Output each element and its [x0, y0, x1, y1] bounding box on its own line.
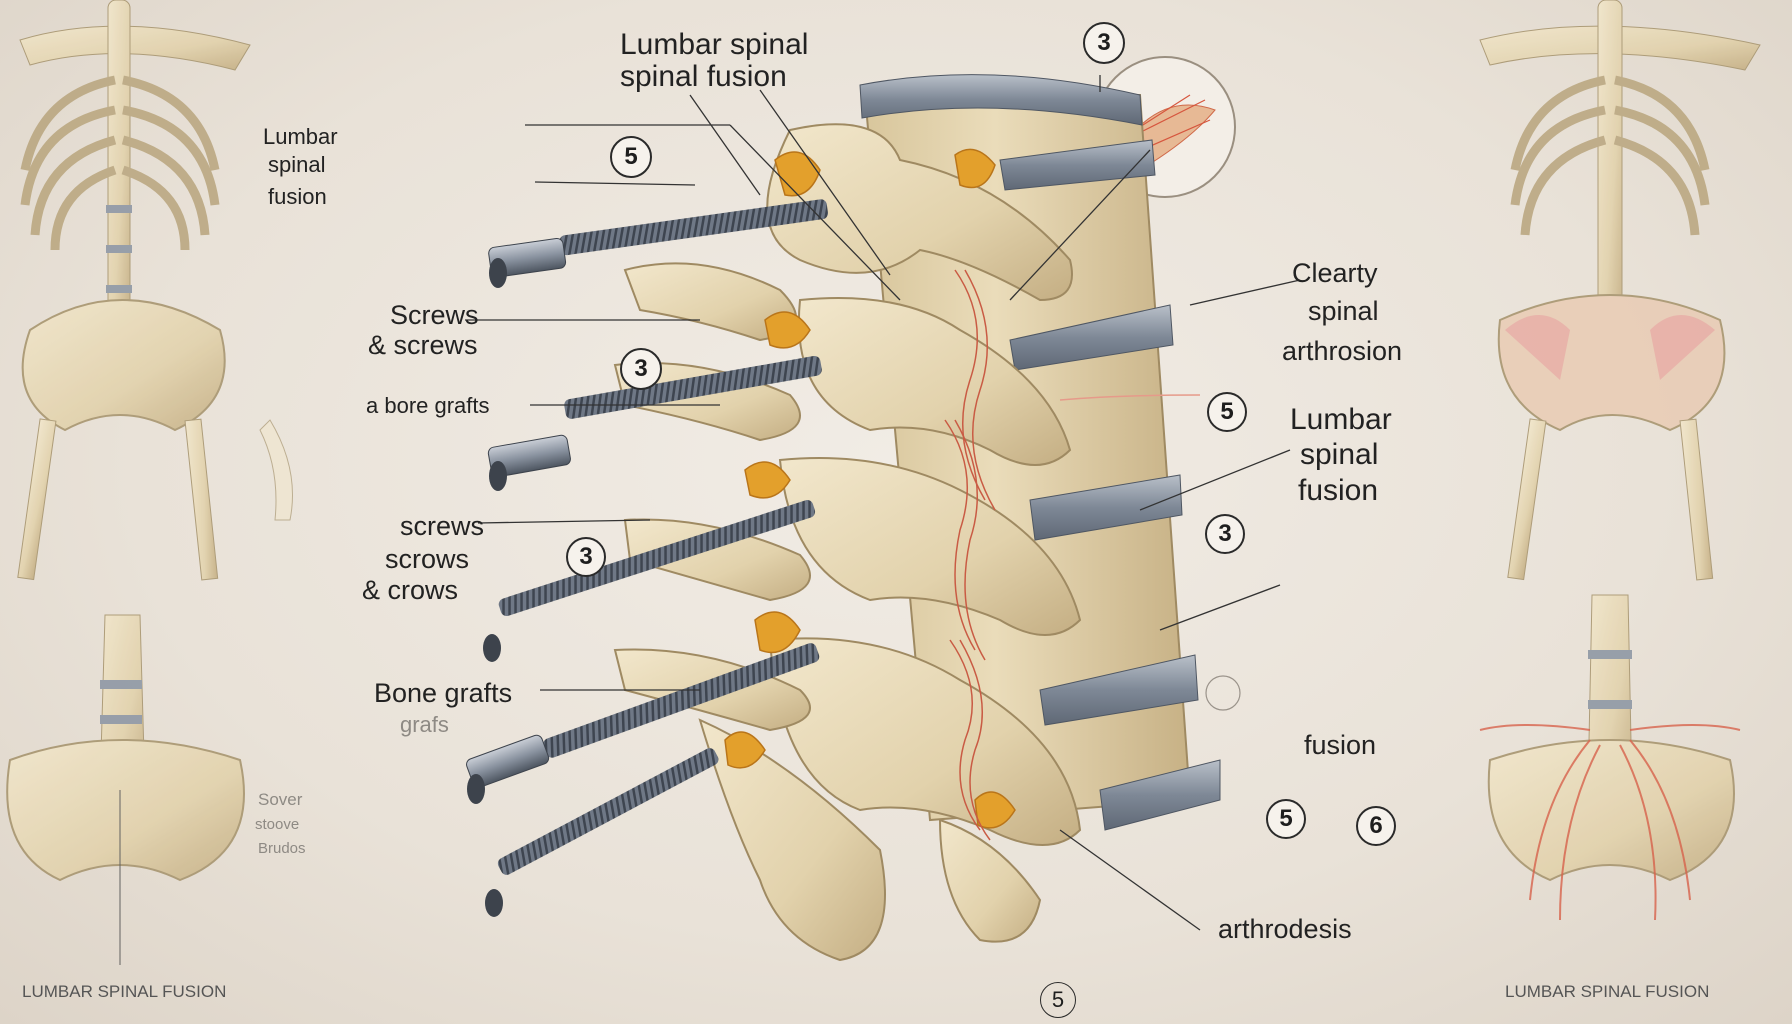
label-right-fusion: fusion [1298, 474, 1379, 507]
caption-bottom-right: LUMBAR SPINAL FUSION [1505, 982, 1710, 1001]
label-right-lumbar: Lumbar [1290, 403, 1392, 436]
screw-1 [488, 199, 828, 288]
badge-right-lower: 3 [1205, 514, 1245, 554]
faint-circle-marker [1205, 675, 1241, 711]
left-pelvis-illustration [6, 614, 245, 965]
label-screws: Screws [390, 300, 479, 330]
label-brudos: Brudos [258, 840, 306, 857]
label-left-fusion: fusion [268, 184, 327, 209]
badge-mid-left: 3 [620, 348, 662, 390]
label-crows: & crows [362, 575, 459, 605]
badge-right-bottom-a: 5 [1266, 799, 1306, 839]
label-left-lumbar: Lumbar [263, 124, 338, 149]
label-bone-grafts: Bone grafts [374, 678, 513, 708]
label-left-spinal: spinal [268, 152, 326, 177]
nerve-bundles [944, 269, 1201, 841]
left-skeleton-illustration [17, 0, 293, 581]
label-lumbar-spinal: Lumbar spinal [620, 28, 809, 61]
label-right-spinal: spinal [1308, 296, 1379, 326]
bone-grafts [724, 148, 1016, 829]
label-spinal-fusion: spinal fusion [620, 60, 787, 93]
label-stoove: stoove [255, 816, 300, 833]
label-screws-2: screws [400, 511, 485, 541]
screw-5 [485, 748, 719, 917]
badge-top-center: 3 [1083, 22, 1125, 64]
pedicle-screws [466, 199, 828, 917]
label-scrows: scrows [385, 544, 470, 574]
vertebral-processes [613, 123, 1082, 962]
leader-lines [465, 75, 1301, 931]
intervertebral-discs [859, 74, 1221, 831]
right-pelvis-illustration [1479, 594, 1741, 921]
label-right-spinal-2: spinal [1300, 438, 1379, 471]
badge-top-left: 5 [610, 136, 652, 178]
right-skeleton-illustration [1479, 0, 1761, 581]
label-grafts-faint: grafs [400, 712, 449, 737]
label-arthrosion: arthrosion [1282, 336, 1403, 366]
badge-right-bottom-b: 6 [1356, 806, 1396, 846]
label-arthrodesis: arthrodesis [1218, 914, 1352, 944]
screw-3 [483, 500, 816, 662]
badge-lower-left: 3 [566, 537, 606, 577]
label-fusion: fusion [1304, 730, 1377, 760]
label-clearty: Clearty [1292, 258, 1378, 288]
label-and-screws: & screws [368, 330, 478, 360]
badge-bottom-center: 5 [1040, 982, 1076, 1018]
screw-4 [466, 643, 820, 804]
label-sover: Sover [258, 790, 303, 809]
label-bore-grafts: a bore grafts [366, 393, 490, 418]
badge-right-mid: 5 [1207, 392, 1247, 432]
caption-bottom-left: LUMBAR SPINAL FUSION [22, 982, 227, 1001]
screw-2 [487, 355, 822, 491]
